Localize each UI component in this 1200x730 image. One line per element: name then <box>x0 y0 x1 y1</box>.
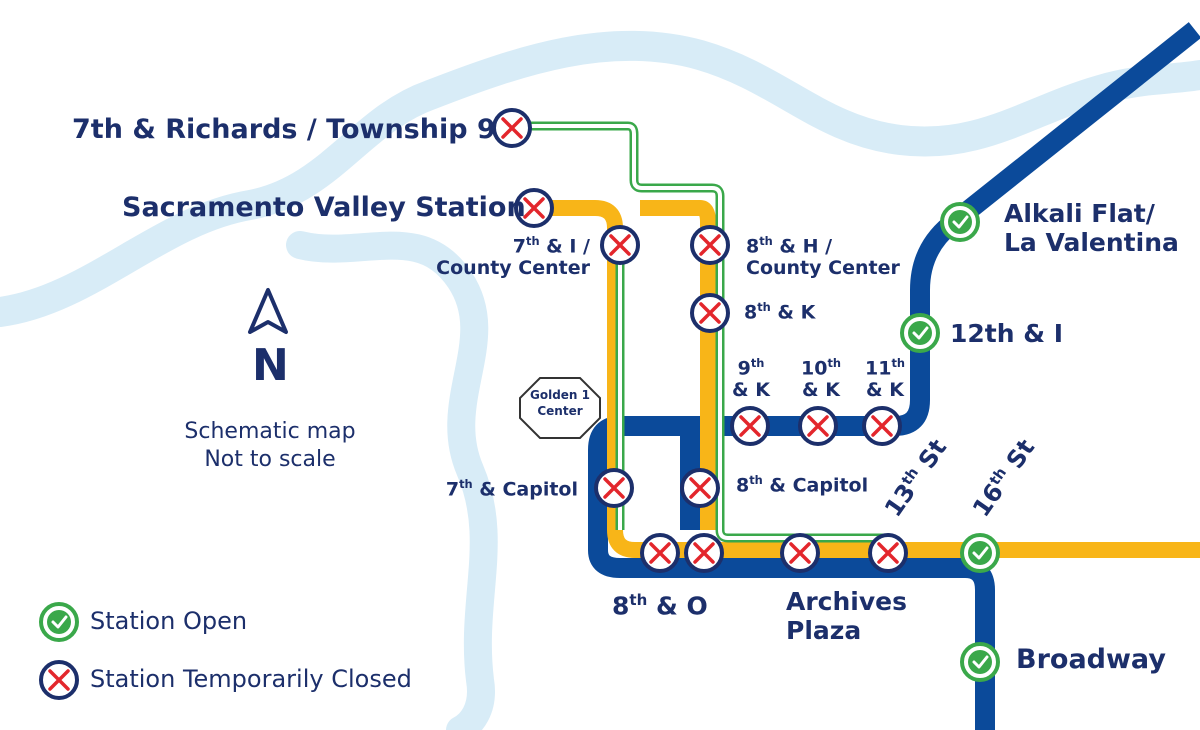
gold-line-8th <box>640 200 716 530</box>
station-marker-eighth-o-east-closed-icon <box>684 533 724 573</box>
station-marker-eighth-h-closed-icon <box>690 225 730 265</box>
station-marker-twelfth-i-open-icon <box>900 313 940 353</box>
label-line: La Valentina <box>1004 227 1179 257</box>
golden1-center-label: Golden 1 Center <box>524 388 596 419</box>
station-label-8th-capitol: 8th & Capitol <box>736 473 869 497</box>
station-label-7th-i: 7th & I / County Center <box>420 234 590 280</box>
label-line: 11th <box>864 356 905 380</box>
note-line: Not to scale <box>204 446 336 472</box>
green-line-inner <box>515 124 890 540</box>
station-label-8th-h: 8th & H / County Center <box>746 234 900 280</box>
blue-line-north <box>588 22 1200 730</box>
note-line: Schematic map <box>184 419 356 444</box>
station-marker-ninth-k-closed-icon <box>730 406 770 446</box>
golden1-center-marker <box>519 377 601 439</box>
legend-closed-icon <box>39 660 79 700</box>
station-marker-eighth-k-closed-icon <box>690 293 730 333</box>
label-line: & K <box>732 379 770 402</box>
station-label-12th-i: 12th & I <box>950 319 1064 348</box>
label-line: Plaza <box>786 615 862 645</box>
station-label-9th-k: 9th & K <box>720 356 782 402</box>
label-line: 10th <box>800 356 841 380</box>
station-marker-sixteenth-open-icon <box>960 533 1000 573</box>
station-markers <box>492 108 1000 682</box>
station-label-11th-k: 11th & K <box>854 356 916 402</box>
label-line: County Center <box>436 257 590 280</box>
station-marker-seventh-capitol-closed-icon <box>594 468 634 508</box>
label-line: 8th & H / <box>746 234 833 258</box>
station-marker-eleventh-k-closed-icon <box>862 406 902 446</box>
label-line: County Center <box>746 257 900 280</box>
station-label-alkali: Alkali Flat/ La Valentina <box>1004 199 1179 258</box>
station-marker-alkali-open-icon <box>940 202 980 242</box>
label-line: Alkali Flat/ <box>1004 199 1155 228</box>
station-label-10th-k: 10th & K <box>790 356 852 402</box>
station-marker-richards-closed-icon <box>492 108 532 148</box>
legend-open-icon <box>39 602 79 642</box>
station-marker-archives-closed-icon <box>780 533 820 573</box>
station-label-sac-valley: Sacramento Valley Station <box>122 192 526 223</box>
legend-open-label: Station Open <box>90 607 248 635</box>
station-marker-seventh-i-closed-icon <box>600 225 640 265</box>
station-marker-eighth-capitol-closed-icon <box>680 468 720 508</box>
map-note: Schematic map Not to scale <box>160 418 380 473</box>
station-label-8th-o: 8th & O <box>612 591 708 621</box>
label-line: Golden 1 <box>529 388 590 402</box>
station-marker-tenth-k-closed-icon <box>798 406 838 446</box>
station-label-7th-capitol: 7th & Capitol <box>445 477 578 501</box>
station-marker-sac-valley-closed-icon <box>514 188 554 228</box>
label-line: 9th <box>737 356 765 380</box>
legend-closed-label: Station Temporarily Closed <box>90 665 412 693</box>
label-line: Archives <box>786 587 907 616</box>
gold-line <box>540 200 1200 558</box>
station-label-archives: Archives Plaza <box>786 587 907 646</box>
river <box>0 30 1200 327</box>
station-marker-broadway-open-icon <box>960 642 1000 682</box>
label-line: & K <box>866 379 904 402</box>
station-marker-thirteenth-closed-icon <box>868 533 908 573</box>
north-label: N <box>252 340 289 391</box>
station-label-richards: 7th & Richards / Township 9 <box>72 114 496 145</box>
north-arrow-icon <box>248 288 288 334</box>
station-label-8th-k: 8th & K <box>744 300 816 324</box>
legend-markers <box>39 602 79 700</box>
label-line: & K <box>802 379 840 402</box>
label-line: Center <box>537 403 583 418</box>
label-line: 7th & I / <box>512 234 590 258</box>
river-branch <box>286 231 498 730</box>
station-label-broadway: Broadway <box>1016 644 1166 675</box>
station-marker-eighth-o-west-closed-icon <box>640 533 680 573</box>
